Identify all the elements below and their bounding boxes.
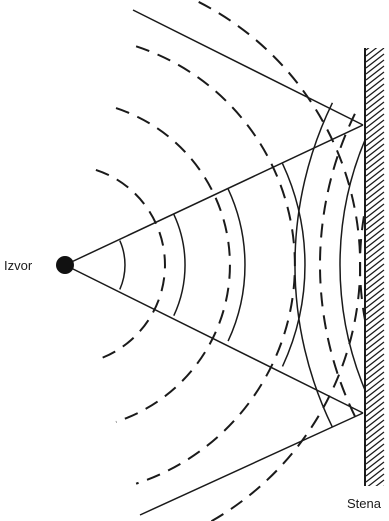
hatch-line [365, 53, 385, 69]
cone-wavefront-4 [281, 163, 306, 367]
hatch-line [365, 113, 385, 129]
hatch-line [365, 395, 385, 411]
hatch-line [365, 125, 385, 141]
hatch-line [365, 425, 385, 441]
hatch-line [365, 365, 385, 381]
reflected-dashed-wavefront-1 [359, 204, 365, 326]
hatch-line [365, 311, 385, 327]
incident-wavefront-3 [135, 45, 296, 485]
hatch-line [365, 191, 385, 207]
hatch-line [365, 413, 385, 429]
cone-wavefront-3 [227, 188, 246, 342]
hatch-line [365, 149, 385, 165]
hatch-line [365, 215, 385, 231]
hatch-line [365, 383, 385, 399]
hatch-line [365, 341, 385, 357]
hatch-line [365, 161, 385, 177]
reflected-dashed-wavefront-2 [319, 113, 356, 417]
ray-lower-outer [139, 412, 364, 516]
hatch-line [365, 185, 385, 201]
source-label: Izvor [4, 258, 33, 273]
wall-label: Stena [347, 496, 382, 511]
hatch-line [365, 233, 385, 249]
hatch-line [375, 479, 385, 486]
reflected-wavefront-1 [339, 138, 365, 392]
hatch-line [365, 443, 385, 459]
hatch-line [365, 137, 385, 153]
ray-upper-outer [132, 9, 364, 126]
hatch-line [365, 377, 385, 393]
hatch-line [365, 449, 385, 465]
incident-wavefront-2 [115, 107, 231, 423]
hatch-line [365, 299, 385, 315]
hatch-line [365, 257, 385, 273]
hatch-line [365, 83, 385, 99]
hatch-line [365, 48, 378, 57]
hatch-line [365, 437, 385, 453]
hatch-line [365, 239, 385, 255]
hatch-line [365, 389, 385, 405]
hatch-line [365, 227, 385, 243]
hatch-line [367, 473, 385, 486]
hatch-line [365, 401, 385, 417]
hatch-line [365, 251, 385, 267]
hatch-line [365, 359, 385, 375]
hatch-line [365, 209, 385, 225]
hatch-line [365, 407, 385, 423]
hatch-line [365, 173, 385, 189]
wall-hatching [365, 48, 385, 486]
hatch-line [365, 329, 385, 345]
hatch-line [365, 461, 385, 477]
incident-wavefront-4 [192, 0, 362, 521]
wall [364, 48, 385, 486]
hatch-line [365, 77, 385, 93]
hatch-line [365, 119, 385, 135]
hatch-line [365, 287, 385, 303]
hatch-line [365, 347, 385, 363]
cone-wavefront-2 [173, 213, 186, 317]
cone-wavefront-1 [119, 240, 126, 290]
hatch-line [365, 71, 385, 87]
hatch-line [365, 101, 385, 117]
hatch-line [365, 305, 385, 321]
incident-wavefronts [95, 0, 362, 521]
hatch-line [365, 467, 385, 483]
hatch-line [365, 48, 370, 51]
hatch-line [365, 203, 385, 219]
hatch-line [365, 269, 385, 285]
reflected-wavefront-2 [294, 102, 334, 428]
hatch-line [365, 48, 385, 63]
hatch-line [365, 89, 385, 105]
hatch-line [365, 197, 385, 213]
hatch-line [365, 167, 385, 183]
hatch-line [365, 455, 385, 471]
hatch-line [365, 131, 385, 147]
hatch-line [365, 293, 385, 309]
reflected-wavefronts [119, 102, 365, 428]
hatch-line [365, 419, 385, 435]
ray-to-lower-reflection-point [64, 264, 364, 414]
source-dot [56, 256, 74, 274]
incident-wavefront-1 [95, 168, 166, 362]
hatch-line [365, 263, 385, 279]
ray-to-upper-reflection-point [64, 124, 364, 266]
hatch-line [365, 275, 385, 291]
hatch-line [365, 59, 385, 75]
hatch-line [365, 323, 385, 339]
hatch-line [365, 371, 385, 387]
hatch-line [365, 179, 385, 195]
hatch-line [365, 353, 385, 369]
hatch-line [365, 317, 385, 333]
hatch-line [365, 155, 385, 171]
hatch-line [365, 431, 385, 447]
hatch-line [365, 65, 385, 81]
hatch-line [365, 221, 385, 237]
hatch-line [365, 281, 385, 297]
hatch-line [365, 95, 385, 111]
hatch-line [365, 335, 385, 351]
hatch-line [365, 245, 385, 261]
hatch-line [365, 143, 385, 159]
hatch-line [365, 107, 385, 123]
